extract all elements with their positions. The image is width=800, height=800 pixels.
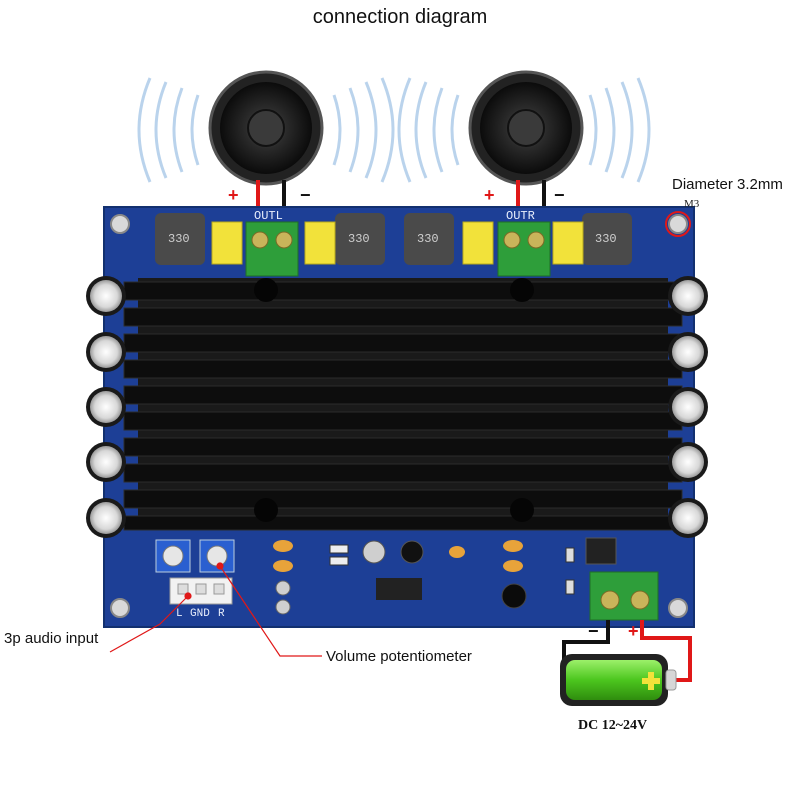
potentiometers (155, 539, 235, 573)
power-supply-label: DC 12~24V (578, 718, 648, 733)
inductors (155, 213, 632, 265)
power-wires (562, 620, 692, 682)
inductor-marking-2: 330 (348, 232, 370, 246)
inductor-marking-3: 330 (417, 232, 439, 246)
power-minus-sign: − (588, 621, 599, 641)
terminal-block-outr (497, 221, 551, 277)
electrolytic-capacitors (86, 276, 708, 538)
sound-waves-right (397, 77, 651, 183)
mount-hole-size-label: M3 (684, 198, 700, 210)
callout-lines (109, 562, 322, 657)
speaker-right-icon (468, 70, 584, 186)
inductor-marking-4: 330 (595, 232, 617, 246)
power-plus-sign: + (628, 621, 639, 641)
power-terminal-block (589, 571, 659, 621)
small-components (273, 537, 617, 615)
speaker-left-icon (208, 70, 324, 186)
mount-holes (110, 214, 688, 618)
speaker-right-minus: − (554, 185, 565, 205)
pin-label-r: R (218, 608, 225, 620)
audio-input-connector (169, 577, 233, 605)
sound-waves-left (137, 77, 395, 183)
diagram-title: connection diagram (312, 6, 488, 28)
inductor-marking-1: 330 (168, 232, 190, 246)
volume-callout: Volume potentiometer (326, 648, 472, 665)
battery-icon (560, 654, 677, 706)
speaker-left-plus: + (228, 185, 239, 205)
mount-hole-diameter-label: Diameter 3.2mm (672, 176, 783, 193)
audio-input-callout: 3p audio input (4, 630, 99, 647)
pin-label-l: L (176, 608, 183, 620)
terminal-label-outl: OUTL (254, 209, 283, 223)
heatsink (123, 278, 683, 531)
speaker-right-plus: + (484, 185, 495, 205)
terminal-label-outr: OUTR (506, 209, 535, 223)
pin-label-gnd: GND (190, 608, 210, 620)
terminal-block-outl (245, 221, 299, 277)
speaker-left-minus: − (300, 185, 311, 205)
yellow-capacitors (211, 221, 584, 265)
mount-hole-highlight (665, 211, 691, 237)
